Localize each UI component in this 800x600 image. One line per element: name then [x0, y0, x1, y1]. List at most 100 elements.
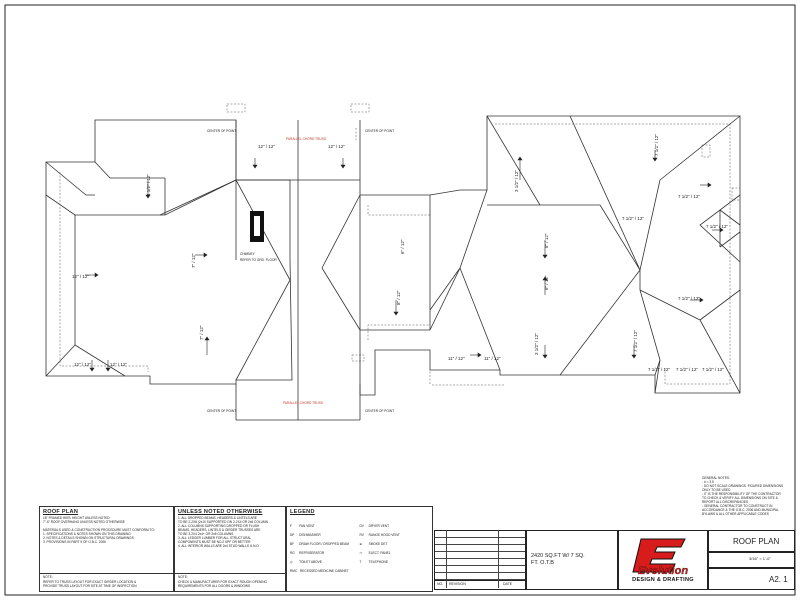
legend-label: TELEPHONE [368, 559, 388, 564]
center-of-point-label: CENTER OF POINT [207, 409, 236, 413]
note-line: 2. ALL COLUMNS SUPPORTING DROPPED OR FLU… [178, 524, 260, 528]
pitch-label: 3 1/2" / 12" [514, 170, 519, 192]
legend-label: RECESSED MEDICINE CABINET [300, 568, 349, 573]
legend-grid: F FAN VENT DV DRYER VENT DP DISHWASHER R… [290, 521, 429, 575]
parallel-chord-label: PARALLEL CHORD TRUSS [286, 137, 326, 141]
scale-cell: 3/16" = 1'-0" [708, 552, 795, 568]
center-of-point-label: CENTER OF POINT [207, 129, 236, 133]
roof-right [321, 115, 741, 396]
pitch-arrows [85, 150, 724, 372]
note-line: TO BE 3-2X4 2x4+ OR 2x6 COLUMNS [178, 532, 234, 536]
note-line: - GENERAL CONTRACTOR TO CONSTRUCT IN [702, 504, 773, 508]
no-label: NO. [437, 582, 444, 586]
pitch-label: 7" / 12" [199, 325, 204, 340]
note-line: REQUIREMENTS FOR ALL DOORS & WINDOWS [178, 584, 251, 588]
legend-label: DISHWASHER [299, 532, 321, 537]
note-line: ACCORDANCE & THE O.B.C. 2006 AND MUNICIP… [702, 508, 779, 512]
note-line: BYLAWS & ALL OTHER APPLICABLE CODES [702, 512, 769, 516]
unless-noted-title: UNLESS NOTED OTHERWISE [178, 509, 263, 515]
plan-annotations: PARALLEL CHORD TRUSS PARALLEL CHORD TRUS… [207, 129, 394, 413]
legend-symbol: DP [290, 532, 295, 537]
note-line: TO BE 2-2X8 (2x10 SUPPORTED ON 2-2X4 OR … [178, 520, 268, 524]
pitch-label: 12" / 12" [72, 274, 89, 279]
sheet-no-cell: A2. 1 [708, 568, 795, 590]
center-of-point-label: CENTER OF POINT [365, 409, 394, 413]
center-of-point-label: CENTER OF POINT [365, 129, 394, 133]
note-line: 2. NOTES & DETAILS SHOWN ON STRUCTURAL D… [43, 536, 134, 540]
roof-plan-notes-title: ROOF PLAN [43, 509, 79, 515]
wall-outline-right [351, 123, 741, 386]
chimney-label: CHIMNEY [240, 252, 256, 256]
pitch-label: 12" / 12" [110, 362, 127, 367]
note-line: - # = 3.5 [702, 480, 714, 484]
legend-label: REFRIGERATOR [299, 550, 325, 555]
note-line: BEAMS, HEADERS, LINTELS & GIRDER TRUSSES… [178, 528, 261, 532]
note-line: COMPONENTS MUST BE NO.2 SPF OR BETTER [178, 540, 251, 544]
general-notes: GENERAL NOTES: - # = 3.5 - DO NOT SCALE … [702, 476, 798, 516]
legend-label: ELECT. PANEL [368, 550, 391, 555]
note-line: 4. ALL INTERIOR WALLS ARE 2x4 STUD WALLS… [178, 544, 259, 548]
legend-label: RANGE HOOD VENT [368, 532, 400, 537]
legend-symbol: RG [290, 550, 295, 555]
logo-cell: Evolution DESIGN & DRAFTING [618, 530, 708, 590]
unless-noted-box: UNLESS NOTED OTHERWISE 1. ALL DROPPED BE… [174, 506, 286, 592]
sheet-title-cell: ROOF PLAN [708, 530, 795, 552]
company-logo: Evolution DESIGN & DRAFTING [623, 537, 703, 583]
pitch-label: 3 1/2" / 12" [534, 333, 539, 355]
legend-symbol: RMC [290, 568, 298, 573]
pitch-label: 6" / 12" [400, 239, 405, 254]
legend-symbol: F [290, 523, 292, 528]
pitch-label: 11" / 12" [484, 356, 501, 361]
note-line: 3. PROVISIONS IN PART 9 OF O.B.C. 2006 [43, 540, 106, 544]
pitch-label: 11" / 12" [448, 356, 465, 361]
note-line: 1. ALL DROPPED BEAMS, HEADERS & LINTELS … [178, 516, 257, 520]
note-line: REFER TO TRUSS LAYOUT FOR EXACT GIRDER L… [43, 580, 137, 584]
pitch-label: 7 1/2" / 12" [633, 330, 638, 352]
sheet-number: A2. 1 [769, 575, 788, 584]
pitch-label: 8" / 12" [396, 290, 401, 305]
area-text: 2420 SQ.FT W/ 7 SQ. FT. O.T.B [531, 553, 585, 566]
pitch-label: 7 1/2" / 12" [654, 134, 659, 156]
note-line: 3. ALL LEDGER LUMBER FOR ALL STRUCTURAL [178, 536, 252, 540]
note-line: REPORT ALL DISCREPANCIES [702, 500, 749, 504]
legend-box: LEGEND F FAN VENT DV DRYER VENT DP DISHW… [286, 506, 433, 592]
pitch-label: 7 1/2" / 12" [678, 296, 700, 301]
title-block: NO. REVISION DATE 2420 SQ.FT W/ 7 SQ. FT… [434, 530, 795, 590]
sheet-title: ROOF PLAN [733, 537, 780, 546]
legend-symbol: T [359, 559, 362, 564]
pitch-label: 12" / 12" [258, 144, 275, 149]
pitch-label: 7 1/2" / 12" [706, 224, 728, 229]
legend-symbol: DV [359, 523, 364, 528]
note-line: - DO NOT SCALE DRAWINGS. FIGURED DIMENSI… [702, 484, 784, 488]
parallel-chord-label: PARALLEL CHORD TRUSS [283, 401, 323, 405]
pitch-label: 7 1/2" / 12" [676, 367, 698, 372]
legend-title: LEGEND [290, 509, 315, 515]
note-title: NOTE: [43, 575, 53, 579]
roof-plan-notes-box: ROOF PLAN 18" FRAMED HEEL HEIGHT UNLESS … [39, 506, 174, 592]
legend-label: FAN VENT [299, 523, 315, 528]
pitch-label: 7 1/2" / 12" [648, 367, 670, 372]
note-line: TO CHECK & VERIFY ALL DIMENSIONS ON SITE… [702, 496, 778, 500]
sheet-border [4, 4, 796, 596]
legend-symbol: RV [359, 532, 364, 537]
pitch-label: 7 1/2" / 12" [622, 216, 644, 221]
note-title: NOTE: [178, 575, 188, 579]
company-tagline: DESIGN & DRAFTING [632, 577, 694, 583]
note-line: 7"-6" ROOF OVERHANG UNLESS NOTED OTHERWI… [43, 520, 125, 524]
wall-outline-left [59, 103, 370, 372]
note-line: ONLY TO BE USED [702, 488, 731, 492]
legend-label: DRYER VENT [368, 523, 390, 528]
pitch-label: 8" / 12" [544, 233, 549, 248]
revision-label: REVISION [449, 582, 466, 586]
general-notes-title: GENERAL NOTES: [702, 476, 730, 480]
pitch-label: 12" / 12" [328, 144, 345, 149]
legend-symbol: BF [290, 541, 295, 546]
note-line: - IT IS THE RESPONSIBILITY OF THE CONTRA… [702, 492, 781, 496]
pitch-label: 7 1/2" / 12" [678, 194, 700, 199]
toilet-icon: ◎ [290, 559, 293, 564]
chimney [250, 211, 264, 242]
legend-label: DRAW FLOOR / DROPPED BEAM [299, 541, 349, 546]
scale-text: 3/16" = 1'-0" [749, 556, 771, 561]
chimney-note: REFER TO GRD. FLOOR [240, 258, 277, 262]
